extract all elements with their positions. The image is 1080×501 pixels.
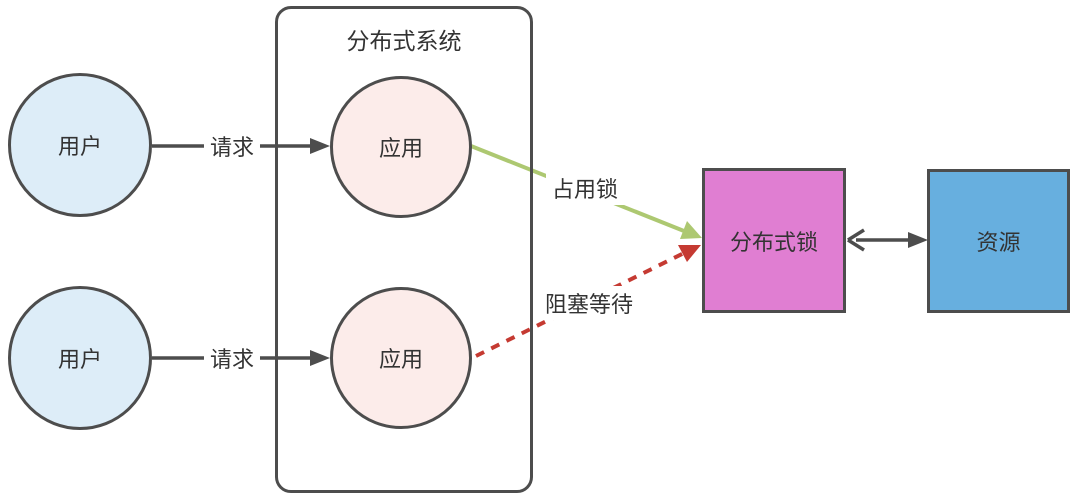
resource-node: 资源	[927, 169, 1070, 313]
request-arrow-bottom-head	[310, 350, 330, 366]
request-label-bottom: 请求	[203, 341, 261, 375]
occupy-lock-label: 占用锁	[545, 171, 625, 205]
request-label-top: 请求	[203, 129, 261, 163]
occupy-lock-head	[680, 221, 702, 239]
user-node-top: 用户	[8, 73, 152, 217]
system-title: 分布式系统	[346, 28, 462, 54]
block-wait-arrow	[475, 245, 701, 358]
block-wait-label: 阻塞等待	[538, 286, 640, 320]
lock-resource-filled-head	[908, 232, 928, 248]
app-node-bottom-label: 应用	[378, 347, 423, 372]
app-node-bottom: 应用	[330, 287, 472, 429]
user-node-bottom-label: 用户	[57, 347, 102, 372]
lock-resource-arrow	[847, 228, 928, 252]
lock-resource-open-head-lower	[847, 238, 865, 252]
app-node-top-label: 应用	[378, 136, 423, 161]
distributed-system-container	[275, 6, 533, 493]
block-wait-line	[475, 251, 685, 358]
lock-resource-open-head-upper	[847, 228, 865, 242]
distributed-lock-label: 分布式锁	[729, 229, 818, 255]
app-node-top: 应用	[330, 76, 472, 218]
resource-label: 资源	[976, 230, 1021, 255]
user-node-top-label: 用户	[57, 134, 102, 159]
distributed-lock-node: 分布式锁	[702, 168, 846, 313]
user-node-bottom: 用户	[8, 286, 152, 430]
request-arrow-top-head	[310, 138, 330, 154]
block-wait-head	[678, 245, 701, 262]
